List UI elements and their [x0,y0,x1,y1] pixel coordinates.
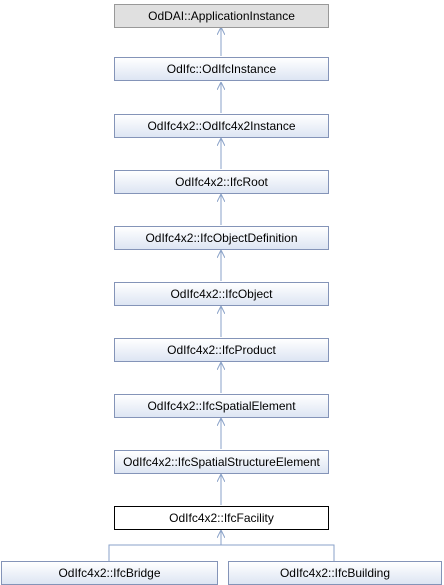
node-ifc-spatial-structure-element[interactable]: OdIfc4x2::IfcSpatialStructureElement [114,450,329,474]
edge-ifcbridge-to-ifcfacility [108,544,221,561]
node-ifc-root[interactable]: OdIfc4x2::IfcRoot [114,170,329,194]
node-ifc-bridge[interactable]: OdIfc4x2::IfcBridge [1,561,218,585]
edge-ifcbuilding-to-ifcfacility [221,544,335,561]
node-ifc-product[interactable]: OdIfc4x2::IfcProduct [114,338,329,362]
node-odifc-instance[interactable]: OdIfc::OdIfcInstance [114,57,329,81]
node-ifc-object-definition[interactable]: OdIfc4x2::IfcObjectDefinition [114,226,329,250]
node-ifc-building[interactable]: OdIfc4x2::IfcBuilding [228,561,442,585]
node-ifc-object[interactable]: OdIfc4x2::IfcObject [114,282,329,306]
node-ifc-spatial-element[interactable]: OdIfc4x2::IfcSpatialElement [114,394,329,418]
node-ifc-facility: OdIfc4x2::IfcFacility [114,506,329,530]
node-application-instance[interactable]: OdDAI::ApplicationInstance [114,4,329,28]
node-odifc4x2-instance[interactable]: OdIfc4x2::OdIfc4x2Instance [114,114,329,138]
